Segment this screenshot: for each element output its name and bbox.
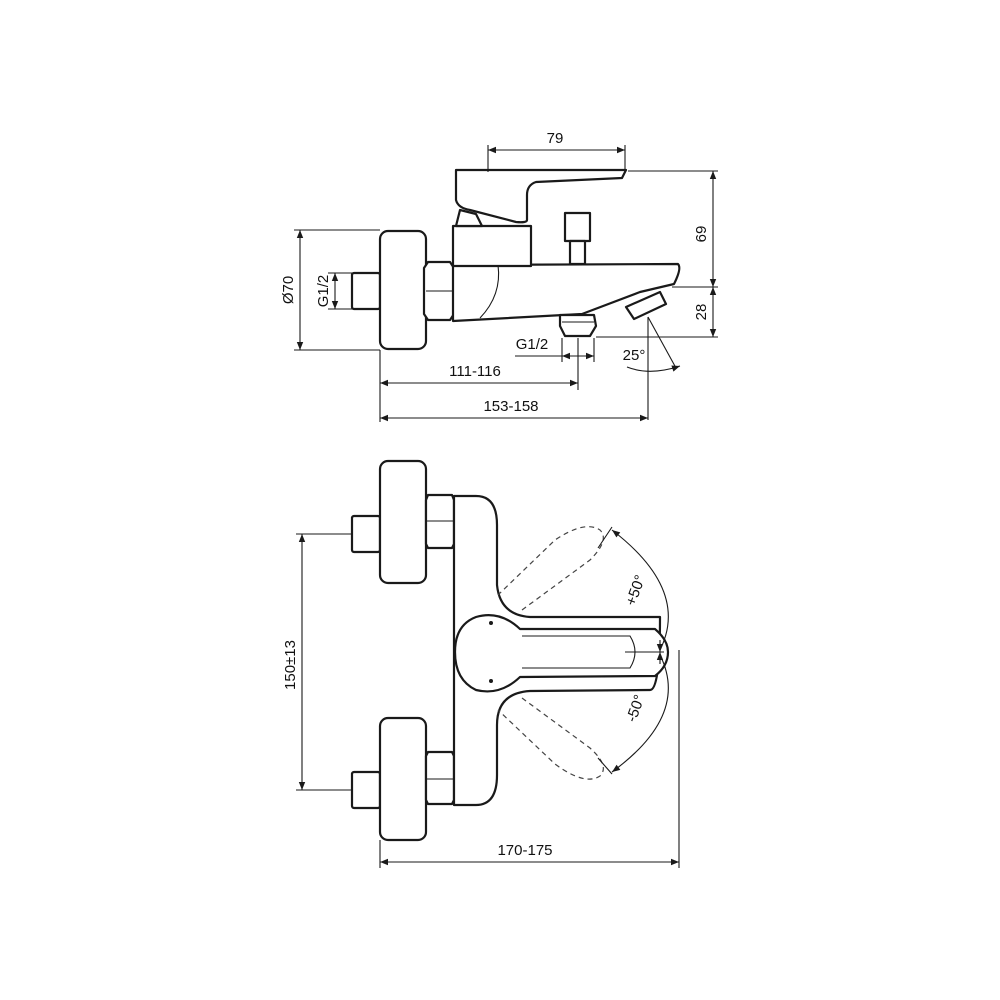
lower-rosette <box>378 716 428 842</box>
dim-rotation-minus: -50° <box>623 693 648 725</box>
cartridge-housing <box>451 224 533 268</box>
diverter-stem <box>568 239 587 266</box>
lever-position-plus50 <box>497 526 604 611</box>
shower-outlet <box>558 313 598 338</box>
dim-outlet-thread: G1/2 <box>516 336 549 353</box>
lever-position-minus50 <box>497 697 604 780</box>
wall-rosette <box>378 229 428 351</box>
dim-wall-to-outlet: 111-116 <box>449 363 501 380</box>
dim-inlet-thread: G1/2 <box>315 275 332 308</box>
lever-handle <box>454 168 628 224</box>
lever-base <box>454 208 484 228</box>
dim-wall-to-spout: 153-158 <box>483 398 538 415</box>
dim-inlet-spacing: 150±13 <box>282 640 299 690</box>
lever-screw-bottom <box>489 679 493 683</box>
mixer-body <box>451 262 681 323</box>
top-view: +50° -50° 150±13 170-175 <box>282 459 680 868</box>
lever-handle-top <box>453 614 670 693</box>
inlet-connector <box>350 271 382 311</box>
upper-inlet-connector <box>350 514 382 554</box>
dim-rotation-plus: +50° <box>622 573 649 608</box>
dim-spout-height: 28 <box>693 304 710 321</box>
dim-rosette-diameter: Ø70 <box>280 276 297 304</box>
upper-rosette <box>378 459 428 585</box>
diverter-knob <box>563 211 592 243</box>
dim-spout-angle: 25° <box>623 347 646 364</box>
dim-overall-depth: 170-175 <box>497 842 552 859</box>
dim-overall-height: 69 <box>693 226 710 243</box>
side-view: 79 69 28 Ø70 G1/2 G1/2 25° <box>280 130 718 422</box>
lower-inlet-connector <box>350 770 382 810</box>
lower-hex-nut <box>424 750 456 806</box>
lever-screw-top <box>489 621 493 625</box>
dim-lever-length: 79 <box>547 130 564 147</box>
spout-aerator <box>624 290 668 321</box>
